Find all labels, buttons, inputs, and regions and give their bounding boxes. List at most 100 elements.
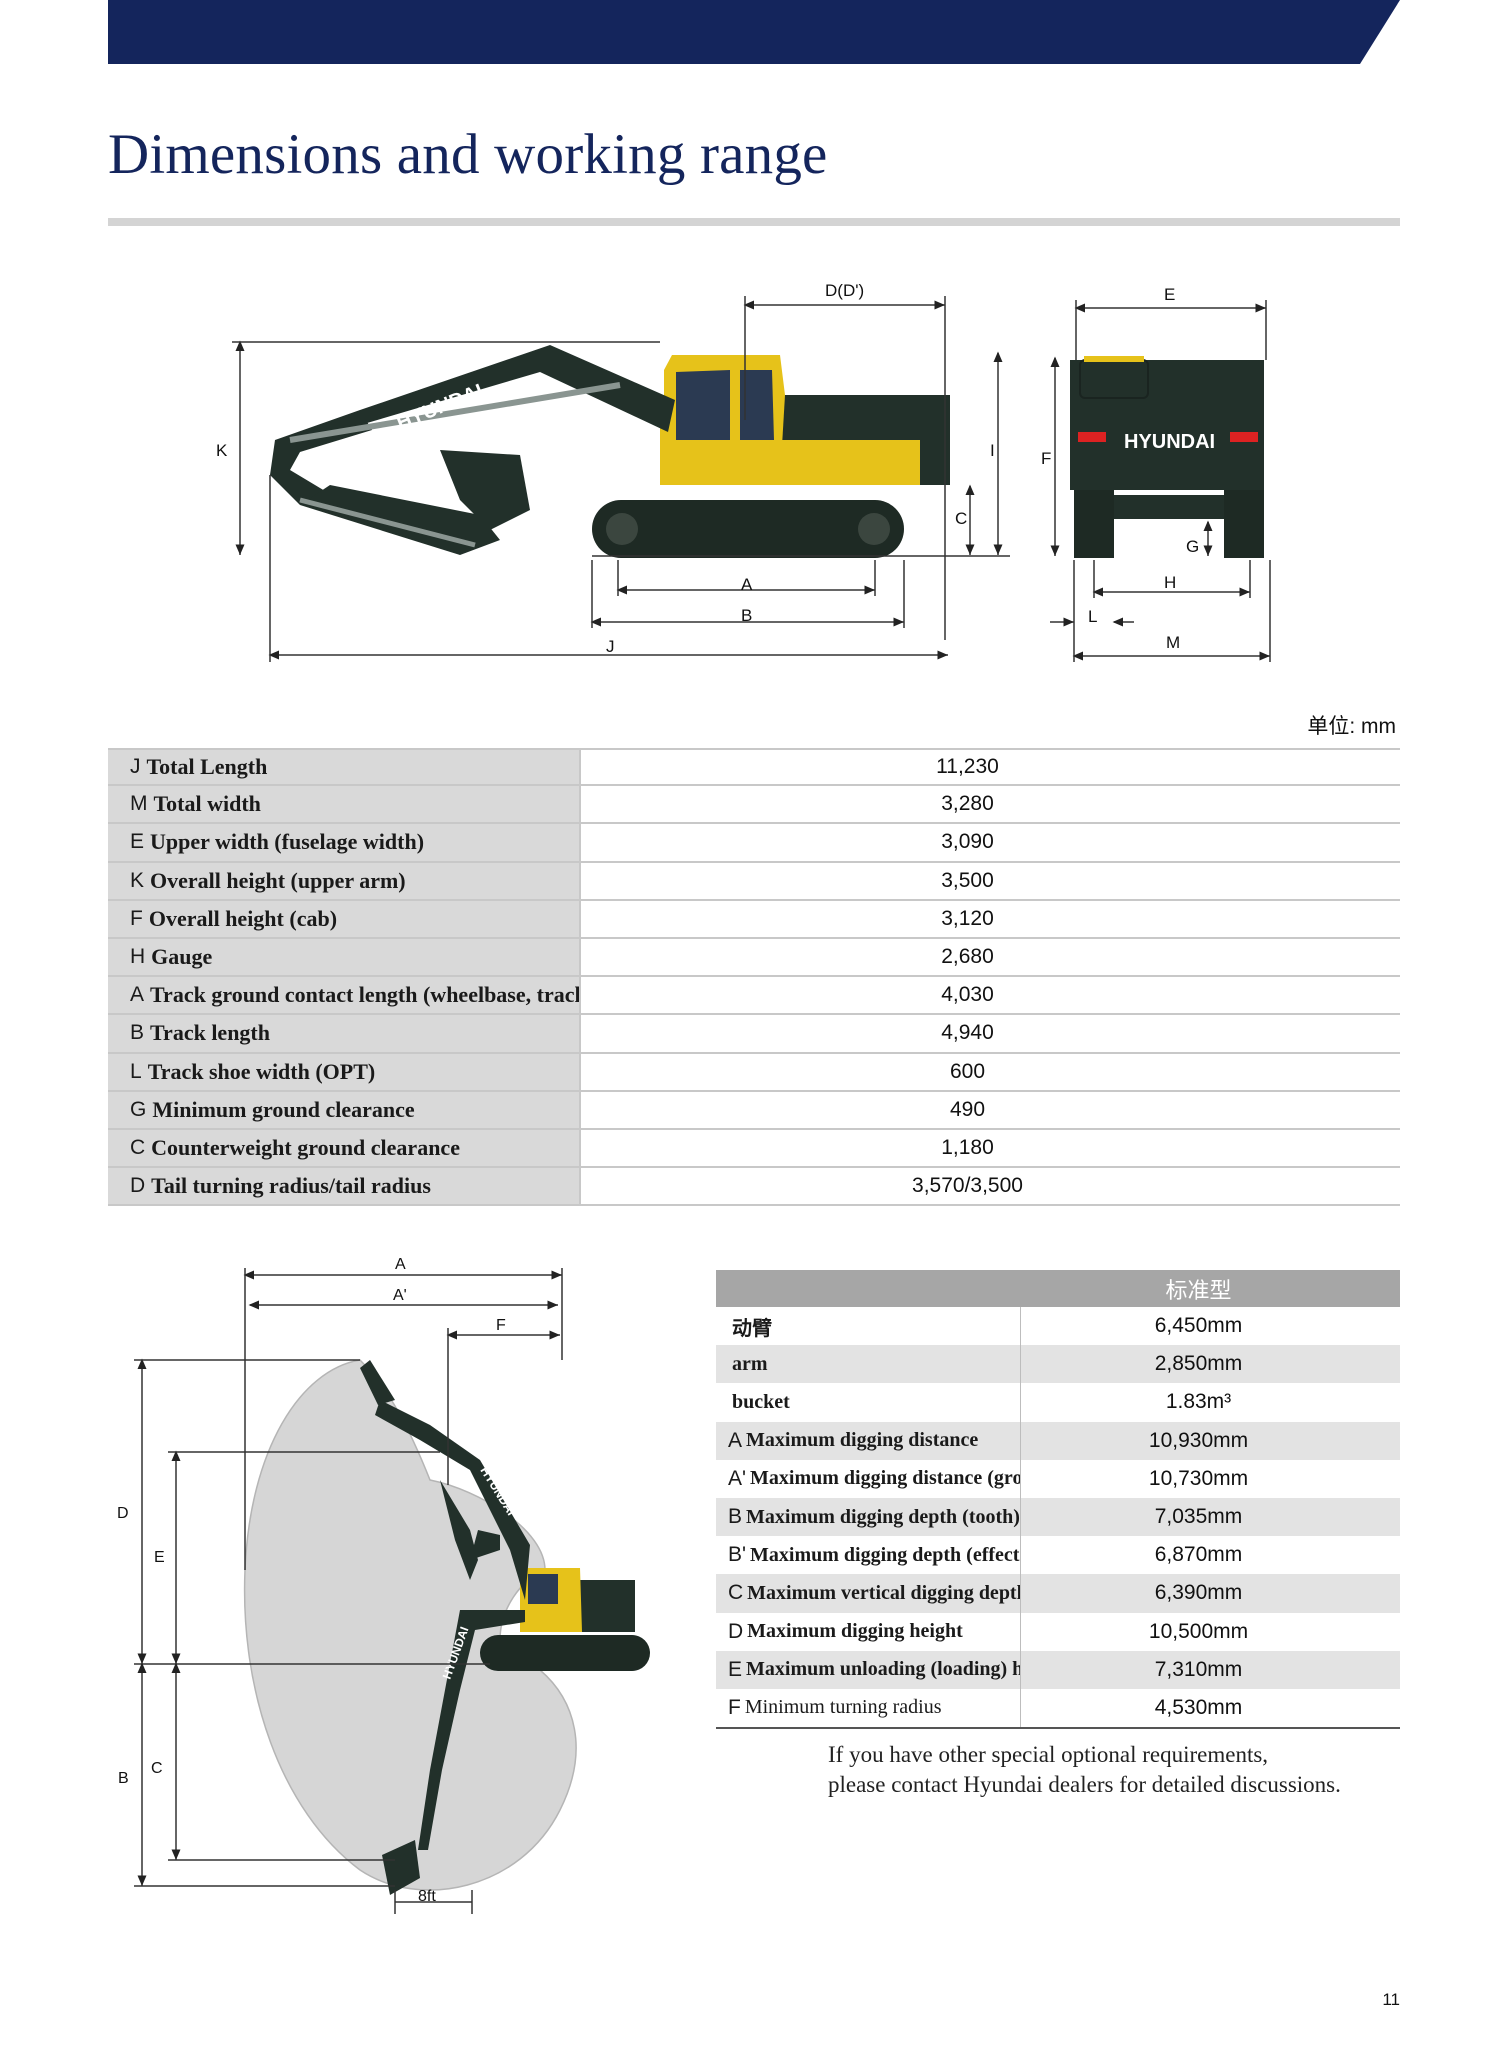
spec-value: 2,850mm (1154, 1352, 1243, 1376)
spec-label: Maximum digging height (747, 1620, 963, 1643)
dim-value: 2,680 (579, 938, 1400, 976)
rear-brand-text: HYUNDAI (1124, 431, 1215, 453)
range-label-c: C (151, 1760, 163, 1777)
label-g: G (1186, 537, 1199, 556)
dim-label: Counterweight ground clearance (151, 1134, 460, 1160)
dim-code: K (130, 868, 145, 892)
spec-value: 6,390mm (1154, 1581, 1243, 1605)
dim-code: L (130, 1059, 142, 1083)
label-k: K (216, 441, 228, 460)
dim-label: Upper width (fuselage width) (150, 829, 425, 855)
dim-value: 3,500 (579, 862, 1400, 899)
dimension-diagram: HYUNDAI HYUNDAI (216, 281, 1271, 662)
spec-label: Minimum turning radius (744, 1696, 942, 1719)
dim-value: 11,230 (579, 750, 1400, 785)
dim-value: 600 (579, 1053, 1400, 1090)
label-j: J (606, 637, 615, 656)
dim-label: Track length (150, 1020, 270, 1046)
dim-code: B (130, 1021, 145, 1045)
page-number: 11 (1382, 1990, 1400, 2009)
dim-code: M (130, 792, 148, 816)
range-label-a-prime: A' (393, 1287, 407, 1304)
dim-label: Overall height (cab) (148, 905, 338, 931)
label-e: E (1164, 285, 1175, 304)
spec-code: B' (728, 1543, 747, 1567)
label-l: L (1088, 607, 1097, 626)
spec-label: Maximum digging depth (tooth) (746, 1505, 1020, 1528)
spec-code: B (728, 1505, 743, 1529)
dim-label: Total width (153, 791, 261, 817)
dim-label: Track ground contact length (wheelbase, … (150, 982, 579, 1008)
spec-value: 6,870mm (1154, 1543, 1243, 1567)
label-f: F (1041, 449, 1051, 468)
dim-code: A (130, 983, 145, 1007)
contact-note: If you have other special optional requi… (828, 1740, 1341, 1800)
spec-value: 7,310mm (1154, 1657, 1243, 1681)
dim-label: Overall height (upper arm) (150, 867, 406, 893)
spec-value: 10,500mm (1148, 1619, 1249, 1643)
spec-label: Maximum digging distance (746, 1429, 979, 1452)
label-b: B (741, 606, 752, 625)
dim-value: 490 (579, 1091, 1400, 1128)
column-header-standard: 标准型 (1165, 1277, 1232, 1303)
dim-value: 1,180 (579, 1129, 1400, 1167)
spec-code: A (728, 1428, 743, 1452)
note-line-2: please contact Hyundai dealers for detai… (828, 1772, 1341, 1797)
dim-value: 3,090 (579, 824, 1400, 861)
label-m: M (1166, 633, 1180, 652)
dim-value: 3,570/3,500 (579, 1168, 1400, 1205)
header-band (108, 0, 1400, 64)
range-excavator: HYUNDAI HYUNDAI (360, 1360, 650, 1895)
dim-value: 3,120 (579, 900, 1400, 937)
rear-view-excavator: HYUNDAI (1070, 356, 1264, 558)
dim-code: J (130, 755, 141, 779)
spec-label: bucket (732, 1390, 790, 1413)
dim-label: Total Length (146, 754, 268, 780)
label-c: C (955, 509, 967, 528)
spec-label: 动臂 (732, 1317, 772, 1340)
table-bottom-rule (716, 1727, 1400, 1730)
spec-label: Maximum unloading (loading) height (746, 1658, 1020, 1681)
title-divider (108, 218, 1400, 226)
dim-value: 4,940 (579, 1015, 1400, 1052)
dim-code: D (130, 1174, 146, 1198)
dim-value: 3,280 (579, 786, 1400, 823)
dim-code: H (130, 945, 146, 969)
table-row: A'Maximum digging distance (ground)10,73… (716, 1459, 1400, 1498)
label-h: H (1164, 573, 1176, 592)
unit-label: 单位: mm (1307, 715, 1396, 738)
spec-value: 4,530mm (1154, 1695, 1243, 1719)
spec-value: 10,730mm (1148, 1466, 1249, 1490)
spec-label: arm (732, 1352, 768, 1375)
spec-label: Maximum digging distance (ground) (750, 1467, 1021, 1490)
dim-label: Gauge (151, 944, 213, 970)
label-d: D(D') (825, 281, 864, 300)
label-a: A (741, 575, 753, 594)
note-line-1: If you have other special optional requi… (828, 1742, 1269, 1767)
range-label-b: B (118, 1770, 129, 1787)
range-label-d: D (117, 1505, 129, 1522)
dim-code: C (130, 1135, 146, 1159)
spec-code: C (728, 1581, 744, 1605)
dim-label: Track shoe width (OPT) (147, 1058, 376, 1084)
label-i: I (990, 441, 995, 460)
